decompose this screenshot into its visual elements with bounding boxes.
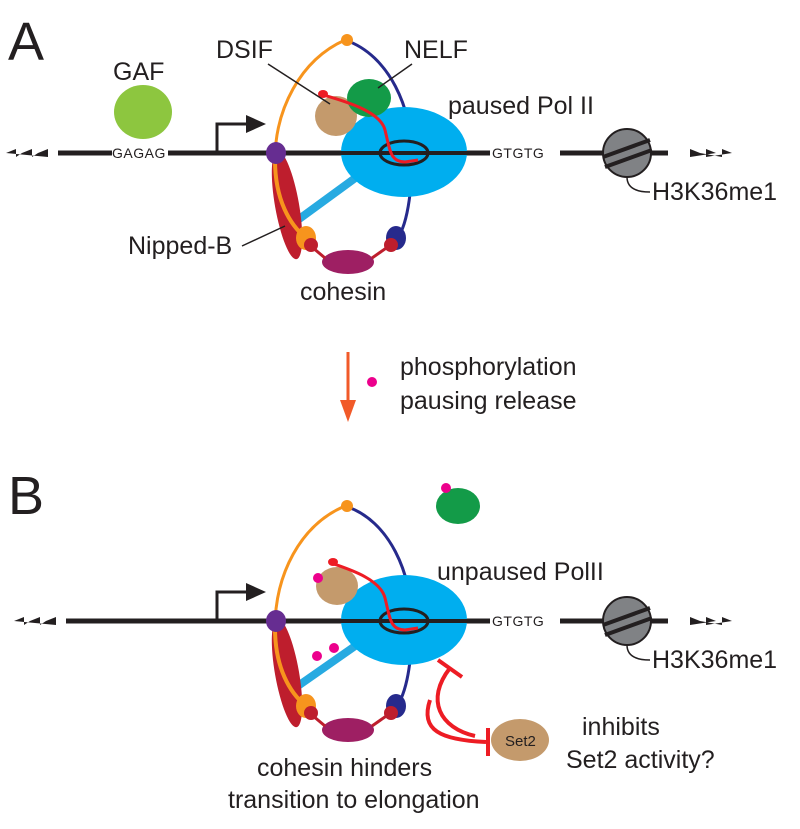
h3k36me1-label-a: H3K36me1 <box>652 178 777 206</box>
cohesin-head-a <box>322 250 374 274</box>
nascent-rna-b <box>330 561 419 632</box>
dsif-protein-b <box>316 567 358 605</box>
nipped-b-protein-a <box>271 150 303 260</box>
phospho-dot-legend <box>367 377 377 387</box>
cohesin-light-blue-bar-a <box>291 172 362 226</box>
panel-b-letter: B <box>8 466 44 526</box>
set2-protein <box>491 719 549 761</box>
gaf-protein <box>114 85 172 139</box>
panel-b: B GTGTG <box>8 466 777 814</box>
cohesin-hinders-label: cohesin hinders <box>257 754 432 782</box>
purple-dna-marker-b <box>266 610 286 632</box>
nipped-b-label: Nipped-B <box>128 232 232 260</box>
panel-a: A GAGAG GTGTG GAF <box>6 12 777 306</box>
dsif-protein-a <box>315 96 357 136</box>
cohesin-label-a: cohesin <box>300 278 386 306</box>
inhibits-label: inhibits <box>582 713 660 741</box>
ctd-phospho-dot-1 <box>312 651 322 661</box>
released-nelf-protein <box>436 488 480 524</box>
ctd-phospho-dot-2 <box>329 643 339 653</box>
cohesin-head-b <box>322 718 374 742</box>
dsif-label: DSIF <box>216 36 273 64</box>
gtgtg-sequence-b: GTGTG <box>492 613 544 629</box>
transition-to-elongation-label: transition to elongation <box>228 786 480 814</box>
cohesin-hinge-b <box>341 500 353 512</box>
transition-arrow-head <box>340 400 356 422</box>
set2-label: Set2 <box>505 733 536 750</box>
nucleosome-a <box>602 128 653 178</box>
dna-left-arrowheads <box>6 149 48 157</box>
gagag-sequence: GAGAG <box>112 145 166 161</box>
dna-right-arrowheads-b <box>690 617 732 625</box>
panel-a-letter: A <box>8 12 44 72</box>
purple-dna-marker-a <box>266 142 286 164</box>
nascent-rna-a <box>319 92 419 164</box>
nelf-phospho-dot <box>441 483 451 493</box>
transition-step: phosphorylation pausing release <box>340 352 577 422</box>
pausing-release-label: pausing release <box>400 387 577 415</box>
dna-right-arrowheads <box>690 149 732 157</box>
inhibition-arrow-to-set2 <box>425 699 490 756</box>
dna-left-arrowheads-b <box>14 617 56 625</box>
dsif-phospho-dot <box>313 573 323 583</box>
dna-bubble-b <box>378 607 430 635</box>
gaf-label: GAF <box>113 58 164 86</box>
rna-cap-a <box>318 90 328 98</box>
tss-arrow-b <box>215 583 266 619</box>
gtgtg-sequence-a: GTGTG <box>492 145 544 161</box>
dna-bubble-a <box>378 139 430 167</box>
set2-activity-label: Set2 activity? <box>566 746 715 774</box>
paused-pol-ii-label: paused Pol II <box>448 92 594 120</box>
tss-arrow-a <box>215 115 266 151</box>
inhibition-arrow-to-pol <box>435 658 476 738</box>
h3k36me1-label-b: H3K36me1 <box>652 646 777 674</box>
cohesin-hinge-a <box>341 34 353 46</box>
phosphorylation-label: phosphorylation <box>400 353 577 381</box>
nelf-label: NELF <box>404 36 468 64</box>
cohesin-light-blue-bar-b <box>291 640 362 692</box>
nucleosome-b <box>602 596 653 646</box>
rna-cap-b <box>328 558 338 566</box>
nipped-b-protein-b <box>271 618 303 728</box>
unpaused-pol-ii-label: unpaused PolII <box>437 558 604 586</box>
